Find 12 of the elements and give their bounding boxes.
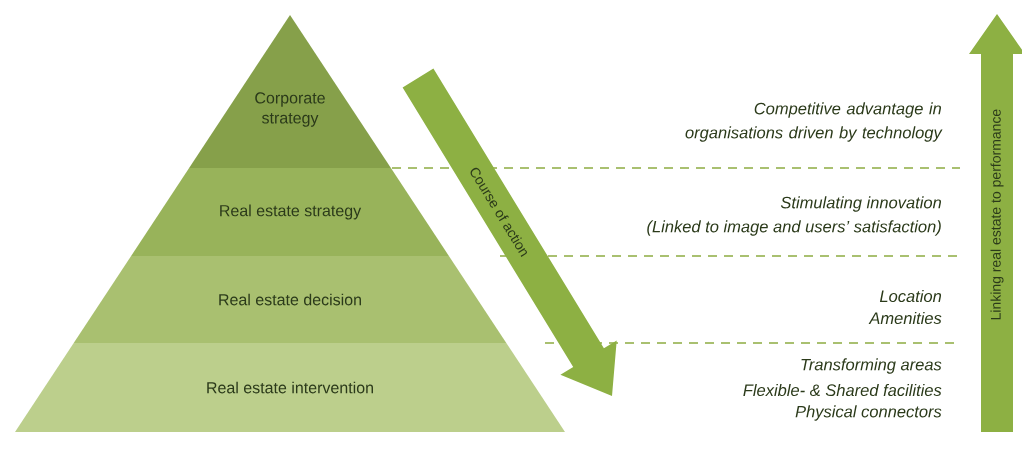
description-text: Amenities xyxy=(868,311,942,325)
description-text: Stimulating innovation xyxy=(780,196,941,212)
description-text: Competitive advantage in organisations driven by technology xyxy=(685,102,943,142)
description-text: Flexible- & Shared facilities xyxy=(743,383,942,397)
description-text: Location xyxy=(879,289,942,303)
pyramid-level: Real estate intervention xyxy=(15,343,565,432)
pyramid-level: Real estate strategy xyxy=(131,168,449,256)
description-text: (Linked to image and users’ satisfaction) xyxy=(647,220,941,236)
pyramid-level: Real estate decision xyxy=(73,256,507,343)
description-text: Transforming areas xyxy=(801,358,942,374)
description-text: Physical connectors xyxy=(795,405,942,421)
pyramid-level: Corporate strategy xyxy=(189,15,391,168)
